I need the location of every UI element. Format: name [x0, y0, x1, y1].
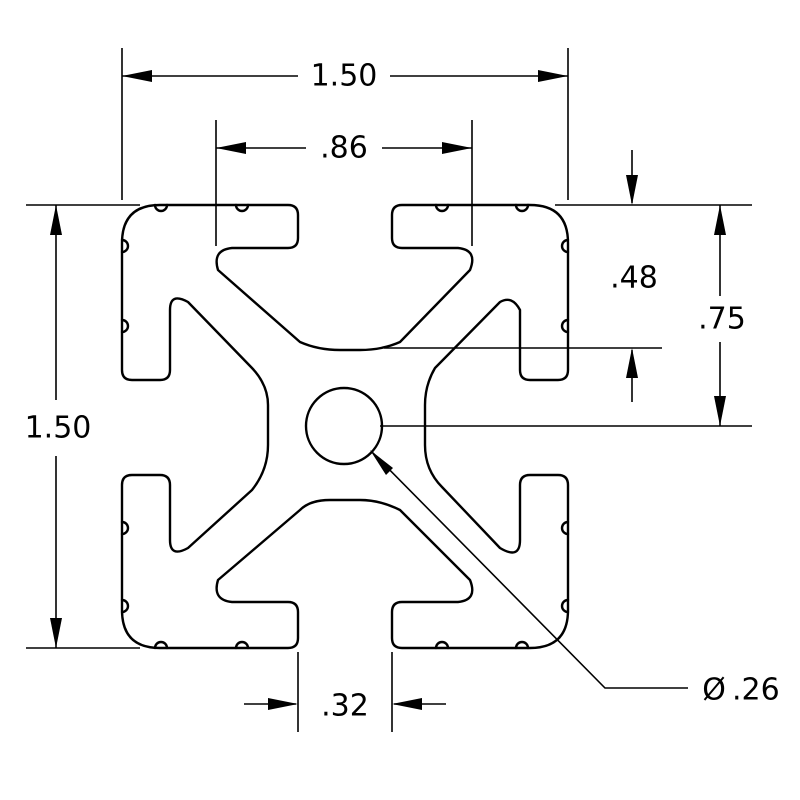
- center-hole: [304, 386, 384, 466]
- slot-opening-label: .32: [321, 689, 369, 724]
- dimension-slot-spacing: .86: [215, 120, 473, 246]
- overall-height-label: 1.50: [25, 411, 92, 446]
- outer-notches: [120, 203, 570, 650]
- overall-width-label: 1.50: [311, 59, 378, 94]
- diameter-symbol: Ø: [702, 673, 726, 708]
- center-hole-callout: Ø .26: [370, 450, 780, 708]
- dimension-slot-depth: .48: [384, 150, 662, 402]
- dimension-overall-width: 1.50: [121, 48, 569, 200]
- half-height-label: .75: [698, 302, 746, 337]
- slot-spacing-label: .86: [320, 131, 368, 166]
- outer-profile-outline: [120, 203, 570, 650]
- dimension-half-height: .75: [380, 204, 752, 427]
- slot-depth-label: .48: [610, 261, 658, 296]
- dimension-slot-opening: .32: [244, 652, 446, 732]
- center-hole-diameter-label: .26: [732, 673, 780, 708]
- dimension-overall-height: 1.50: [25, 204, 140, 649]
